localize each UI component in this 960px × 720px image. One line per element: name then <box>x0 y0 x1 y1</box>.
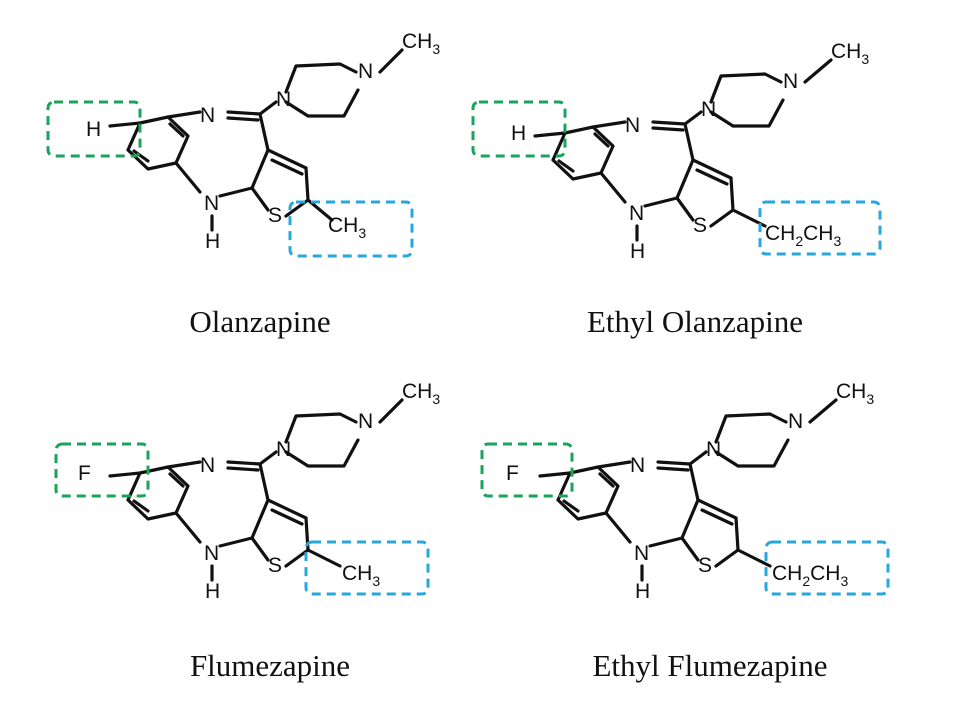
caption-ethyl-flumezapine: Ethyl Flumezapine <box>592 648 828 683</box>
h-atom: H <box>635 580 650 603</box>
h-atom: H <box>205 230 220 253</box>
thiophene-ring <box>675 158 735 228</box>
tail-bond <box>306 548 342 568</box>
r-bond <box>108 471 142 478</box>
caption-olanzapine: Olanzapine <box>189 304 331 339</box>
r-atom: F <box>506 462 519 485</box>
n-atom: N <box>358 410 373 433</box>
r-bond <box>533 131 567 138</box>
caption-flumezapine: Flumezapine <box>189 648 351 683</box>
diazepine-ring <box>596 460 700 548</box>
tail-group-highlight <box>758 200 882 256</box>
n-atom: N <box>783 70 798 93</box>
piperazine-ring <box>258 398 404 468</box>
n-atom: N <box>358 60 373 83</box>
s-atom: S <box>693 214 707 237</box>
n-atom: N <box>625 114 640 137</box>
s-atom: S <box>698 554 712 577</box>
r-bond <box>538 471 572 478</box>
molecule-flumezapine: N N N N H S CH3 F CH3 <box>54 380 440 603</box>
r-group-highlight <box>54 442 150 498</box>
r-group-highlight <box>471 100 567 158</box>
ch3-label: CH3 <box>831 40 869 67</box>
n-atom: N <box>204 542 219 565</box>
n-atom: N <box>630 454 645 477</box>
tail-bond <box>736 548 772 568</box>
diazepine-ring <box>591 120 695 208</box>
n-atom: N <box>701 98 716 121</box>
molecule-olanzapine: N N N N H S CH3 H CH3 <box>46 30 440 258</box>
diazepine-ring <box>166 460 270 548</box>
molecule-ethyl-flumezapine: N N N N H S CH3 F CH2CH3 <box>480 380 890 603</box>
h-atom: H <box>630 240 645 263</box>
r-atom: H <box>86 118 101 141</box>
molecule-ethyl-olanzapine: N N N N H S CH3 H CH2CH3 <box>471 40 882 263</box>
piperazine-ring <box>688 398 838 468</box>
n-atom: N <box>200 454 215 477</box>
piperazine-ring <box>683 58 833 128</box>
tail-group-highlight <box>304 540 430 596</box>
n-atom: N <box>634 542 649 565</box>
tail-group: CH3 <box>342 562 380 589</box>
n-atom: N <box>204 192 219 215</box>
thiophene-ring <box>680 498 740 568</box>
tail-group: CH2CH3 <box>765 222 841 249</box>
n-atom: N <box>276 438 291 461</box>
r-atom: F <box>78 462 91 485</box>
n-atom: N <box>629 202 644 225</box>
h-atom: H <box>205 580 220 603</box>
r-bond <box>108 121 142 128</box>
tail-group: CH2CH3 <box>772 562 848 589</box>
tail-group-highlight <box>764 540 890 596</box>
s-atom: S <box>268 204 282 227</box>
piperazine-ring <box>258 48 404 118</box>
r-group-highlight <box>480 442 574 498</box>
s-atom: S <box>268 554 282 577</box>
ch3-label: CH3 <box>402 380 440 407</box>
r-atom: H <box>511 122 526 145</box>
n-atom: N <box>706 438 721 461</box>
tail-group-highlight <box>288 200 414 258</box>
n-atom: N <box>788 410 803 433</box>
caption-ethyl-olanzapine: Ethyl Olanzapine <box>586 304 804 339</box>
r-group-highlight <box>46 100 142 158</box>
ch3-label: CH3 <box>402 30 440 57</box>
thiophene-ring <box>250 498 310 568</box>
diazepine-ring <box>166 110 270 198</box>
n-atom: N <box>200 104 215 127</box>
tail-group: CH3 <box>328 214 366 241</box>
n-atom: N <box>276 88 291 111</box>
ch3-label: CH3 <box>836 380 874 407</box>
